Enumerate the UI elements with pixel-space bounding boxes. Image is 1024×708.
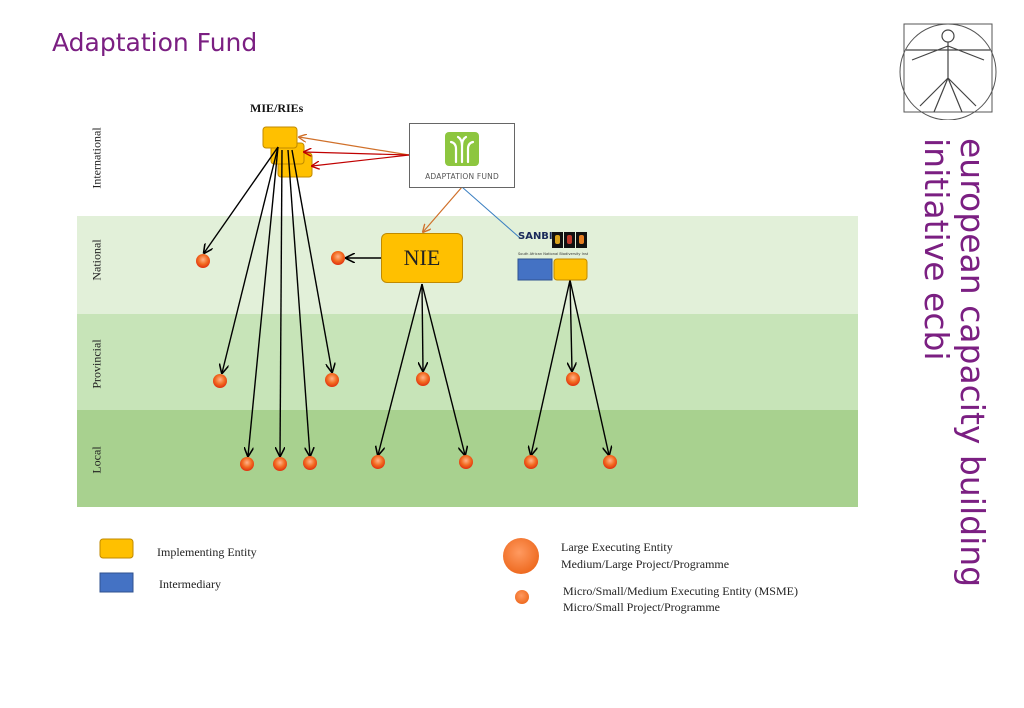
sanbi-logo: SANBI South African National Biodiversit…: [518, 230, 588, 258]
executing-entity-dot: [303, 456, 317, 470]
adaptation-fund-leaf-icon: [445, 132, 479, 166]
executing-entity-dot: [331, 251, 345, 265]
executing-entity-dot: [325, 373, 339, 387]
mie-rie-label: MIE/RIEs: [250, 101, 304, 115]
arrow-af-to-mie-1: [299, 137, 410, 156]
arrow-sanbi-to-local-2: [569, 279, 609, 455]
page-title: Adaptation Fund: [52, 28, 258, 57]
legend-implementing-label: Implementing Entity: [157, 545, 257, 559]
executing-entity-dot: [459, 455, 473, 469]
executing-entity-dot: [371, 455, 385, 469]
arrow-mie-to-provincial-1: [222, 146, 279, 373]
arrow-sanbi-to-provincial: [570, 279, 572, 371]
executing-entity-dot: [240, 457, 254, 471]
brand-line-2: initiative ecbi: [917, 138, 956, 361]
legend-implementing-swatch: [99, 538, 134, 559]
brand-line-1: european capacity building: [953, 138, 992, 588]
arrow-mie-to-local-2: [280, 149, 282, 456]
executing-entity-dot: [196, 254, 210, 268]
legend-large-entity-circle: [503, 538, 539, 574]
sanbi-intermediary-box: [517, 258, 553, 281]
arrow-af-to-nie: [423, 186, 463, 232]
nie-box: NIE: [381, 233, 463, 283]
arrow-mie-to-national: [204, 146, 279, 253]
arrow-nie-to-local-1: [378, 283, 423, 455]
adaptation-fund-logo-text: ADAPTATION FUND: [425, 172, 499, 181]
arrow-nie-to-provincial: [422, 283, 423, 371]
legend-intermediary-swatch: [99, 572, 134, 593]
legend-large-line1: Large Executing Entity: [561, 540, 673, 554]
sanbi-badge-icon: [576, 232, 587, 248]
arrow-nie-to-local-2: [421, 283, 465, 455]
arrow-af-to-mie-2: [304, 152, 410, 155]
arrow-af-to-mie-3: [312, 154, 410, 166]
sanbi-name: SANBI: [518, 231, 553, 242]
arrow-mie-to-provincial-2: [291, 149, 332, 372]
executing-entity-dot: [213, 374, 227, 388]
executing-entity-dot: [566, 372, 580, 386]
sanbi-implementing-box: [553, 258, 588, 281]
mie-box-1: [262, 126, 298, 149]
legend-small-line1: Micro/Small/Medium Executing Entity (MSM…: [563, 584, 798, 598]
vitruvian-man-icon: [899, 23, 997, 120]
sanbi-subtitle: South African National Biodiversity Inst…: [518, 252, 588, 256]
line-af-to-sanbi: [461, 186, 521, 239]
executing-entity-dot: [603, 455, 617, 469]
arrow-mie-to-local-1: [248, 146, 279, 456]
legend-small-line2: Micro/Small Project/Programme: [563, 600, 720, 614]
legend-large-line2: Medium/Large Project/Programme: [561, 557, 730, 571]
ecbi-brand: european capacity building initiative ec…: [917, 138, 992, 587]
sanbi-badge-icon: [564, 232, 575, 248]
executing-entity-dot: [416, 372, 430, 386]
adaptation-fund-logo-box: ADAPTATION FUND: [409, 123, 515, 188]
executing-entity-dot: [273, 457, 287, 471]
nie-label: NIE: [403, 245, 441, 270]
sanbi-badge-icon: [552, 232, 563, 248]
executing-entity-dot: [524, 455, 538, 469]
legend-small-entity-circle: [515, 590, 529, 604]
band-provincial: [77, 314, 858, 410]
arrow-mie-to-local-3: [287, 149, 310, 456]
legend-intermediary-label: Intermediary: [159, 577, 221, 591]
arrow-sanbi-to-local-1: [531, 279, 571, 455]
